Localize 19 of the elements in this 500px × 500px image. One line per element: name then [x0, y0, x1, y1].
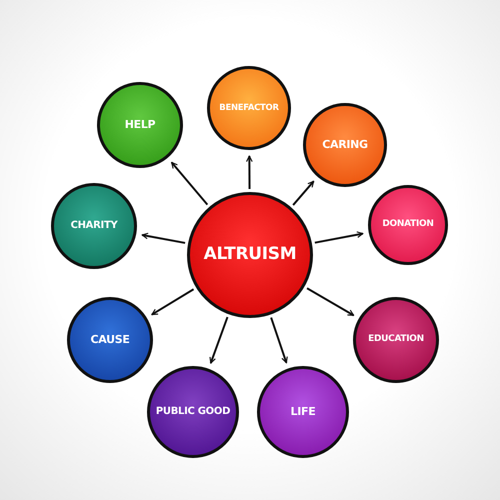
- node-label: LIFE: [290, 406, 316, 418]
- arrow: [306, 287, 354, 316]
- arrow: [170, 162, 208, 206]
- node-label: CHARITY: [70, 220, 118, 232]
- arrow: [246, 155, 253, 189]
- node-label: CARING: [322, 139, 368, 151]
- node-label: ALTRUISM: [204, 246, 296, 264]
- node-label: BENEFACTOR: [219, 104, 279, 112]
- node-label: PUBLIC GOOD: [156, 406, 230, 418]
- arrow: [314, 231, 364, 244]
- node-label: DONATION: [382, 220, 434, 230]
- node-label: CAUSE: [90, 334, 130, 346]
- arrow: [292, 180, 314, 206]
- arrow: [151, 288, 194, 316]
- arrow: [209, 316, 228, 364]
- node-label: EDUCATION: [368, 335, 424, 345]
- node-label: HELP: [124, 119, 156, 131]
- arrow: [142, 232, 186, 244]
- arrow: [270, 317, 288, 364]
